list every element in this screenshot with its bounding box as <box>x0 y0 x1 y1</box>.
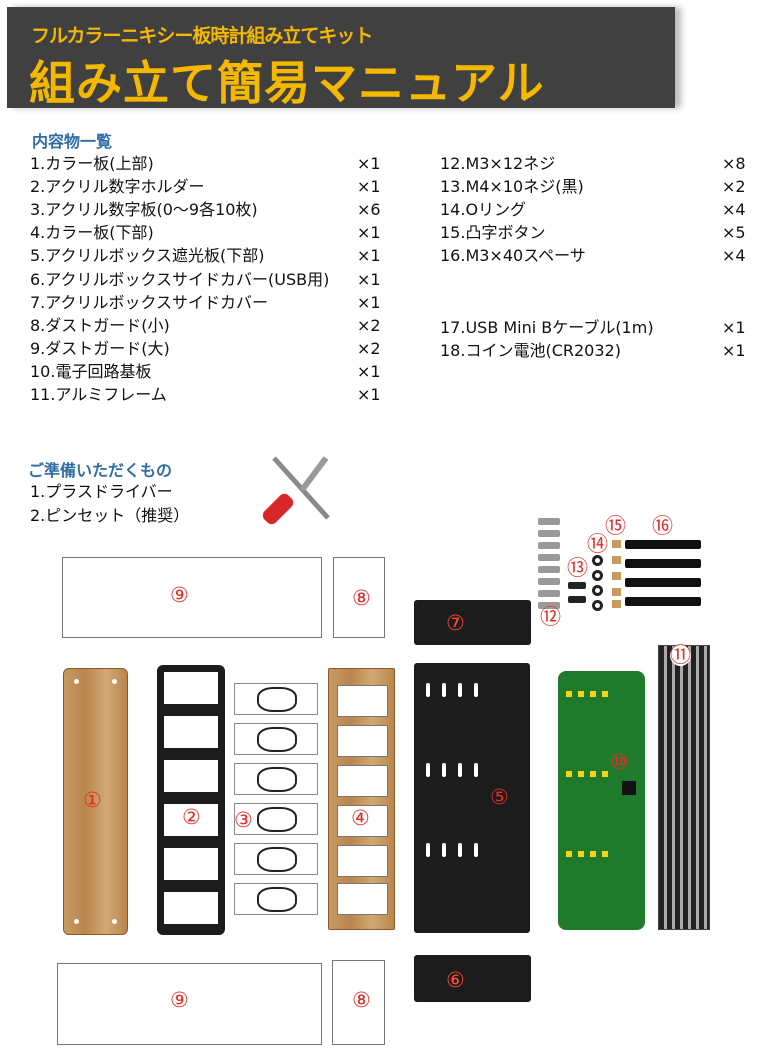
contents-item-label: 10.電子回路基板 <box>30 361 152 381</box>
part-label-8: ⑧ <box>352 988 371 1012</box>
prepare-item: 1.プラスドライバー <box>30 482 173 501</box>
m3-screws <box>538 518 560 610</box>
part-label-3: ③ <box>234 808 253 832</box>
contents-item-label: 3.アクリル数字板(0～9各10枚) <box>30 200 258 220</box>
part-label-6: ⑥ <box>446 968 465 992</box>
part-label-9: ⑨ <box>170 988 189 1012</box>
prepare-heading: ご準備いただくもの <box>28 461 173 480</box>
contents-item-qty: ×2 <box>357 315 381 335</box>
contents-item-qty: ×1 <box>357 154 381 173</box>
part-label-8: ⑧ <box>352 586 371 610</box>
contents-item-qty: ×1 <box>357 269 381 289</box>
part-label-13: ⑬ <box>567 556 588 580</box>
contents-item-label: 4.カラー板(下部) <box>30 223 154 243</box>
side-cover <box>414 600 531 645</box>
contents-heading: 内容物一覧 <box>32 132 113 151</box>
part-label-15: ⑮ <box>605 514 626 538</box>
part-label-1: ① <box>83 788 102 812</box>
o-rings <box>592 555 604 615</box>
part-label-11: ⑪ <box>670 643 691 667</box>
part-label-14: ⑭ <box>587 532 608 556</box>
part-label-4: ④ <box>351 806 370 830</box>
side-cover-usb <box>414 955 531 1002</box>
dust-guard-large-top <box>62 557 322 638</box>
title-banner: フルカラーニキシー板時計組み立てキット 組み立て簡易マニュアル <box>7 7 675 110</box>
part-label-9: ⑨ <box>170 583 189 607</box>
dust-guard-large-bottom <box>57 963 322 1045</box>
tools-icon <box>262 456 330 525</box>
contents-item-label: 6.アクリルボックスサイドカバー(USB用) <box>30 269 330 289</box>
prepare-item: 2.ピンセット（推奨） <box>30 506 190 525</box>
m4-screws <box>568 582 586 608</box>
contents-item-label: 2.アクリル数字ホルダー <box>30 177 205 197</box>
contents-item-label: 1.カラー板(上部) <box>30 154 154 173</box>
part-label-7: ⑦ <box>446 611 465 635</box>
contents-item-qty: ×2 <box>722 177 746 196</box>
contents-item-qty: ×1 <box>357 246 381 266</box>
part-label-10: ⑩ <box>610 750 629 774</box>
acrylic-digit-holder <box>157 665 225 935</box>
color-board-top <box>63 668 128 935</box>
contents-item-qty: ×1 <box>722 318 746 337</box>
spacers <box>625 540 701 610</box>
acrylic-digit-plates <box>234 683 318 917</box>
contents-item-label: 7.アクリルボックスサイドカバー <box>30 292 268 312</box>
contents-item-label: 18.コイン電池(CR2032) <box>440 341 621 360</box>
subtitle: フルカラーニキシー板時計組み立てキット <box>31 25 373 47</box>
part-label-16: ⑯ <box>652 514 673 538</box>
contents-item-label: 17.USB Mini Bケーブル(1m) <box>440 318 654 337</box>
light-shield-board <box>414 663 530 933</box>
dust-guard-small-bottom <box>332 960 385 1045</box>
contents-item-label: 5.アクリルボックス遮光板(下部) <box>30 246 265 266</box>
buttons <box>612 540 622 610</box>
contents-item-qty: ×1 <box>722 341 746 360</box>
contents-item-label: 15.凸字ボタン <box>440 223 546 242</box>
contents-item-label: 9.ダストガード(大) <box>30 338 170 358</box>
part-label-12: ⑫ <box>540 605 561 629</box>
contents-item-qty: ×6 <box>357 200 381 220</box>
contents-item-qty: ×1 <box>357 385 381 404</box>
contents-item-label: 8.ダストガード(小) <box>30 315 170 335</box>
aluminum-frame <box>658 645 710 930</box>
contents-item-label: 12.M3×12ネジ <box>440 154 556 173</box>
contents-item-qty: ×4 <box>722 200 746 219</box>
contents-item-qty: ×1 <box>357 292 381 312</box>
contents-item-label: 11.アルミフレーム <box>30 385 167 404</box>
contents-item-qty: ×2 <box>357 338 381 358</box>
color-board-bottom <box>328 668 395 930</box>
contents-item-label: 13.M4×10ネジ(黒) <box>440 177 584 196</box>
circuit-board <box>558 671 645 930</box>
dust-guard-small-top <box>333 557 385 638</box>
contents-item-label: 14.Oリング <box>440 200 527 219</box>
contents-item-qty: ×1 <box>357 223 381 243</box>
contents-item-qty: ×4 <box>722 246 746 265</box>
contents-item-qty: ×1 <box>357 361 381 381</box>
contents-item-qty: ×5 <box>722 223 746 242</box>
part-label-2: ② <box>182 805 201 829</box>
contents-item-qty: ×8 <box>722 154 746 173</box>
part-label-5: ⑤ <box>490 785 509 809</box>
contents-item-qty: ×1 <box>357 177 381 197</box>
contents-item-label: 16.M3×40スペーサ <box>440 246 586 265</box>
page-title: 組み立て簡易マニュアル <box>29 56 545 110</box>
